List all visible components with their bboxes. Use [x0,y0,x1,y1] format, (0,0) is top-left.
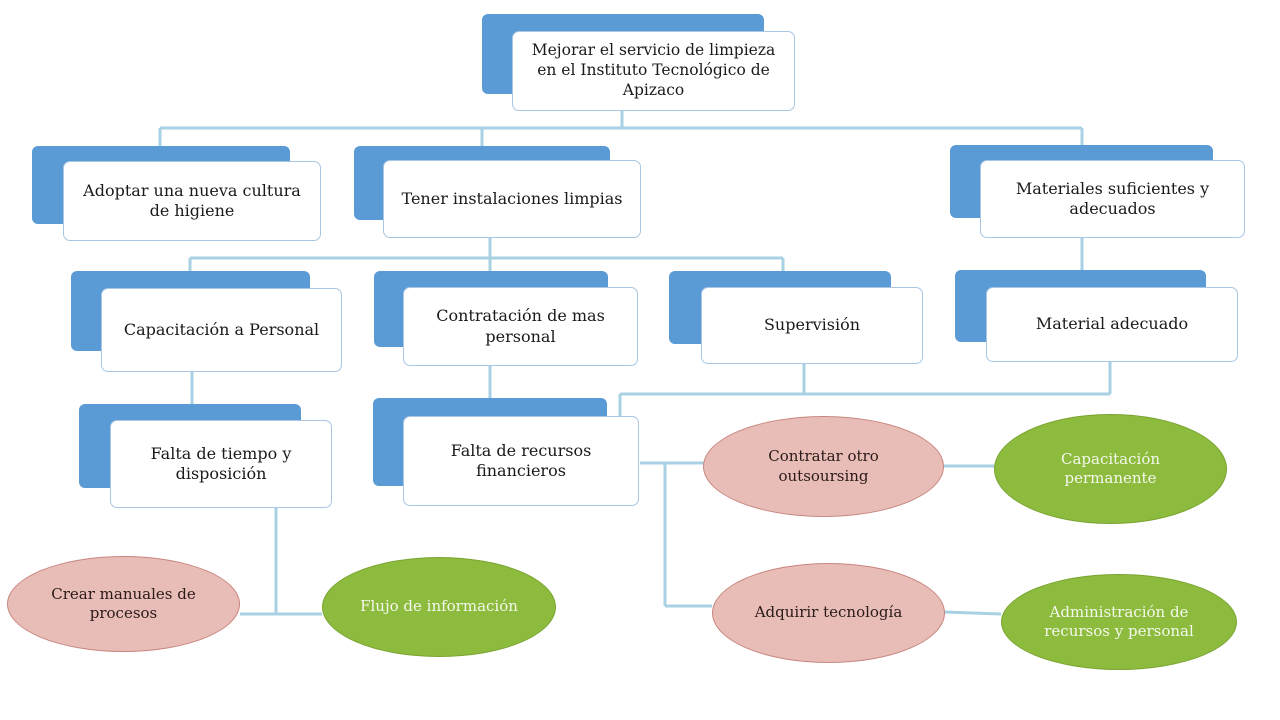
node-supervision-label: Supervisión [701,287,923,364]
node-material-adecuado-label: Material adecuado [986,287,1238,362]
oval-capacitacion-permanente: Capacitación permanente [994,414,1227,524]
node-root-label: Mejorar el servicio de limpieza en el In… [512,31,795,111]
node-capacitacion-label: Capacitación a Personal [101,288,342,372]
node-falta-tiempo-label: Falta de tiempo y disposición [110,420,332,508]
oval-administracion-recursos: Administración de recursos y personal [1001,574,1237,670]
node-cultura-label: Adoptar una nueva cultura de higiene [63,161,321,241]
node-falta-recursos-label: Falta de recursos financieros [403,416,639,506]
node-contratacion-label: Contratación de mas personal [403,287,638,366]
oval-flujo-informacion: Flujo de información [322,557,556,657]
oval-contratar-outsoursing: Contratar otro outsoursing [703,416,944,517]
node-instalaciones-label: Tener instalaciones limpias [383,160,641,238]
node-materiales-label: Materiales suficientes y adecuados [980,160,1245,238]
oval-crear-manuales: Crear manuales de procesos [7,556,240,652]
oval-adquirir-tecnologia: Adquirir tecnología [712,563,945,663]
